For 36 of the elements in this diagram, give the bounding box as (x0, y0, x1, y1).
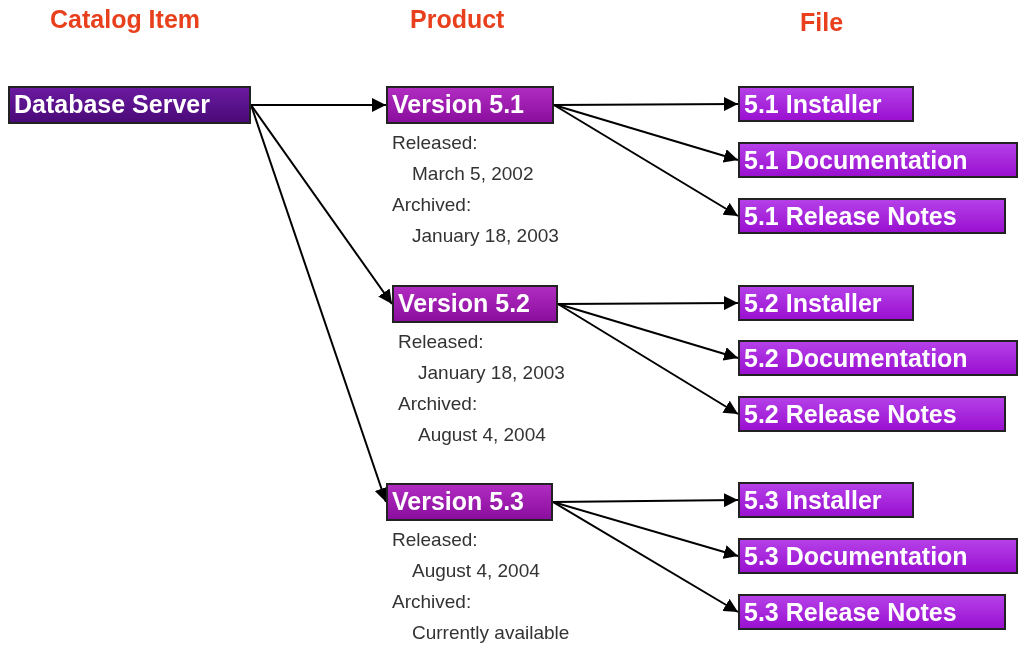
date-text: Currently available (412, 622, 570, 644)
arrow (552, 501, 739, 613)
date-text: March 5, 2002 (412, 163, 534, 185)
product-box: Version 5.3 (386, 483, 553, 521)
file-box: 5.2 Release Notes (738, 396, 1006, 432)
arrow (553, 97, 739, 112)
file-box: 5.3 Release Notes (738, 594, 1006, 630)
date-text: August 4, 2004 (412, 560, 540, 582)
product-box: Version 5.2 (392, 285, 558, 323)
file-box: 5.3 Installer (738, 482, 914, 518)
status-label: Released: (392, 529, 478, 551)
file-box: 5.2 Documentation (738, 340, 1018, 376)
status-label: Archived: (392, 591, 472, 613)
status-label: Released: (392, 132, 478, 154)
column-header: Catalog Item (50, 5, 201, 34)
status-label: Archived: (392, 194, 472, 216)
date-text: January 18, 2003 (412, 225, 559, 247)
file-box: 5.3 Documentation (738, 538, 1018, 574)
arrow (557, 296, 739, 311)
catalog-item-box: Database Server (8, 86, 251, 124)
arrow (552, 493, 739, 508)
status-label: Released: (398, 331, 484, 353)
file-box: 5.1 Documentation (738, 142, 1018, 178)
arrow (553, 104, 739, 217)
date-text: August 4, 2004 (418, 424, 546, 446)
column-header: Product (410, 5, 505, 34)
product-box: Version 5.1 (386, 86, 554, 124)
file-box: 5.1 Installer (738, 86, 914, 122)
column-header: File (800, 8, 844, 37)
arrow (250, 98, 387, 112)
file-box: 5.2 Installer (738, 285, 914, 321)
date-text: January 18, 2003 (418, 362, 565, 384)
file-box: 5.1 Release Notes (738, 198, 1006, 234)
arrow (557, 303, 739, 415)
arrow (250, 104, 393, 305)
status-label: Archived: (398, 393, 478, 415)
